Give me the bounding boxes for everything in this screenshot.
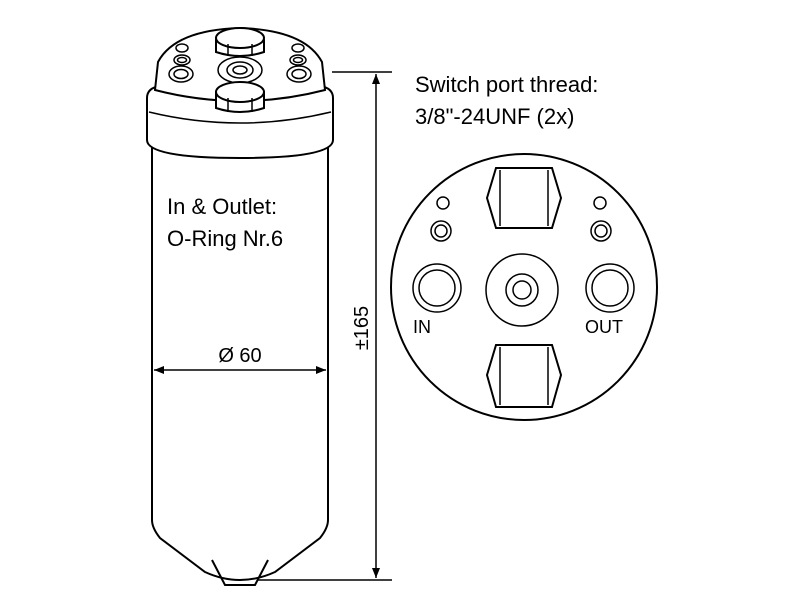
outlet-label-line1: In & Outlet: <box>167 194 277 219</box>
height-label: ±165 <box>351 306 373 350</box>
in-port-label: IN <box>413 317 431 337</box>
head-fittings <box>168 27 312 113</box>
outlet-label-line2: O-Ring Nr.6 <box>167 226 283 251</box>
out-port-label: OUT <box>585 317 623 337</box>
collar-line <box>148 111 332 124</box>
bottom-hex-nut <box>485 344 563 408</box>
head-outline-circle <box>390 153 658 421</box>
thread-label-line1: Switch port thread: <box>415 72 598 97</box>
out-port <box>585 263 635 313</box>
top-view: Switch port thread: 3/8"-24UNF (2x) IN O… <box>390 72 658 421</box>
diameter-label: Ø 60 <box>218 345 261 367</box>
cylinder-body <box>151 125 329 581</box>
thread-label-line2: 3/8"-24UNF (2x) <box>415 104 574 129</box>
height-dimension: ±165 <box>258 71 392 581</box>
side-view: Ø 60 In & Outlet: O-Ring Nr.6 <box>146 26 334 586</box>
top-hex-nut <box>485 167 563 229</box>
cylinder-bottom-cone <box>211 559 269 586</box>
in-port <box>412 263 462 313</box>
